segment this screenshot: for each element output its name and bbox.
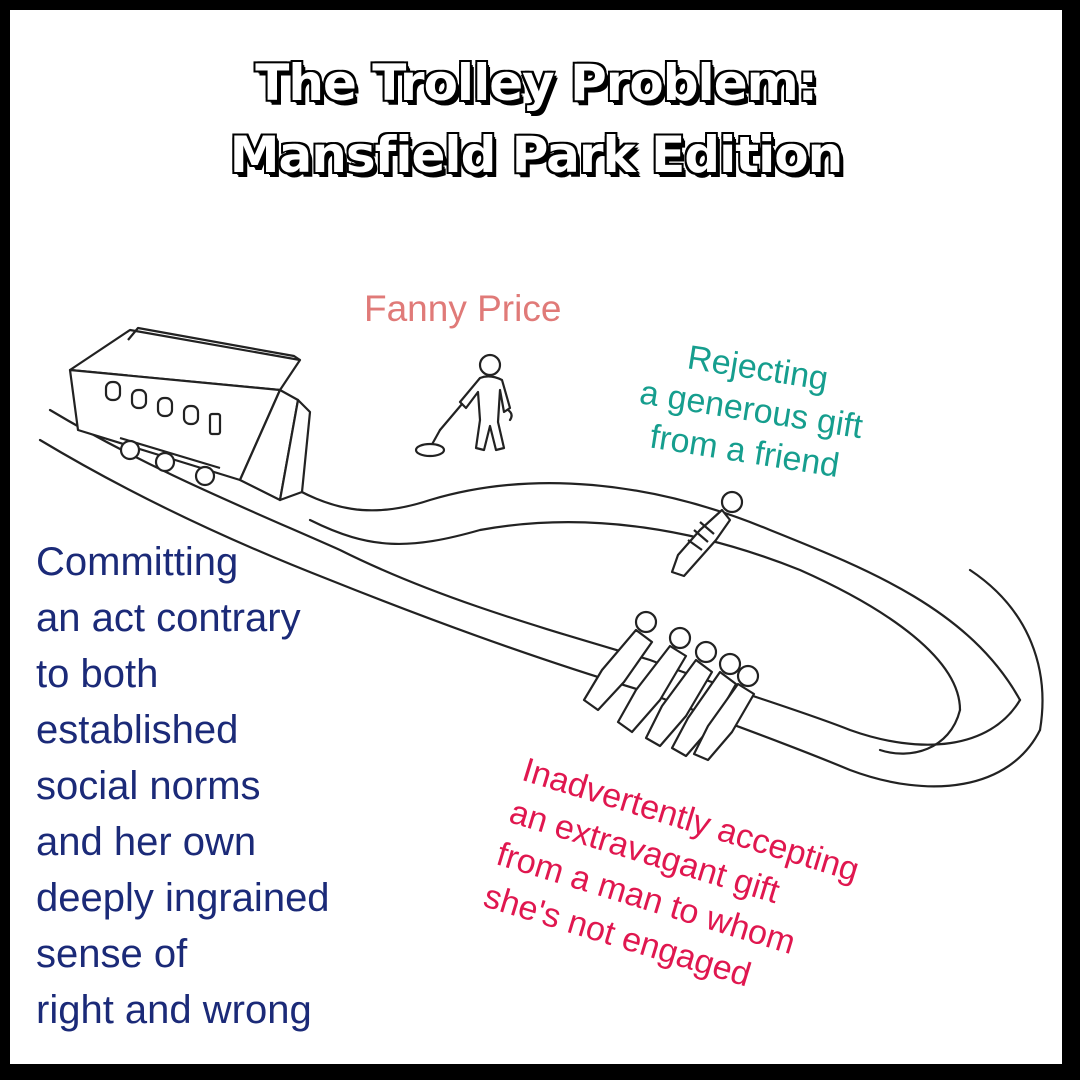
trolley-label-line: deeply ingrained bbox=[36, 876, 330, 920]
trolley-label-line: social norms bbox=[36, 764, 261, 808]
meme-frame: The Trolley Problem: Mansfield Park Edit… bbox=[10, 10, 1062, 1064]
trolley-label-line: to both bbox=[36, 652, 159, 696]
lever-person bbox=[414, 353, 513, 458]
trolley-car bbox=[68, 326, 312, 502]
trolley-label-line: right and wrong bbox=[36, 988, 312, 1032]
track-rail bbox=[48, 408, 1022, 746]
trolley-illustration bbox=[38, 326, 1044, 788]
trolley-label-line: Committing bbox=[36, 540, 239, 584]
single-person-on-track bbox=[670, 490, 744, 578]
trolley-label-line: an act contrary bbox=[36, 596, 301, 640]
title-line-2: Mansfield Park Edition bbox=[228, 125, 844, 186]
track-rail bbox=[308, 518, 962, 712]
trolley-label-line: sense of bbox=[36, 932, 188, 976]
five-people-on-track bbox=[582, 610, 760, 762]
track-rail bbox=[968, 568, 1044, 732]
title-line-1: The Trolley Problem: bbox=[254, 53, 819, 114]
track-rail bbox=[878, 708, 962, 755]
lever-person-label: Fanny Price bbox=[364, 288, 562, 329]
trolley-label: Committing an act contrary to both estab… bbox=[36, 534, 330, 1038]
trolley-label-line: established bbox=[36, 708, 239, 752]
trolley-label-line: and her own bbox=[36, 820, 257, 864]
track-rail bbox=[278, 478, 1022, 702]
